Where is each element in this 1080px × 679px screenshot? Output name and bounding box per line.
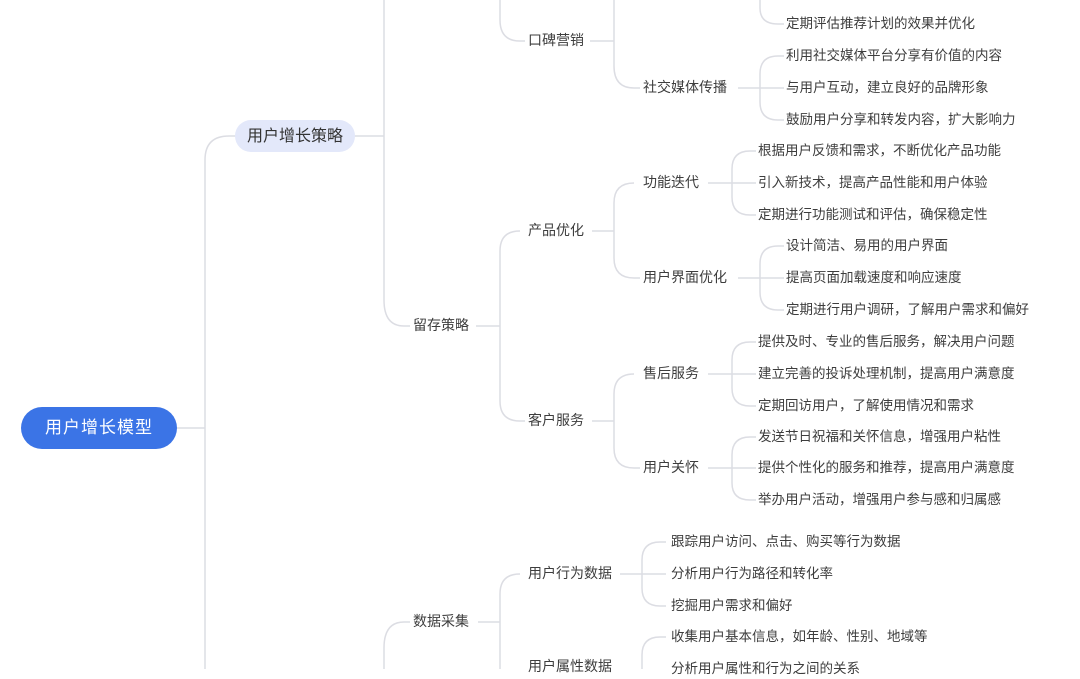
leaf[interactable]: 定期进行功能测试和评估，确保稳定性: [758, 207, 988, 223]
leaf[interactable]: 引入新技术，提高产品性能和用户体验: [758, 175, 988, 191]
leaf[interactable]: 发送节日祝福和关怀信息，增强用户粘性: [758, 429, 1001, 445]
branch-user-growth-strategy[interactable]: 用户增长策略: [235, 120, 356, 152]
node-social-media[interactable]: 社交媒体传播: [643, 80, 727, 96]
node-customer-service[interactable]: 客户服务: [528, 413, 584, 429]
node-product-optimization[interactable]: 产品优化: [528, 223, 584, 239]
node-ui-optimization[interactable]: 用户界面优化: [643, 270, 727, 286]
leaf[interactable]: 定期评估推荐计划的效果并优化: [786, 16, 975, 32]
leaf[interactable]: 与用户互动，建立良好的品牌形象: [786, 80, 989, 96]
leaf[interactable]: 提高页面加载速度和响应速度: [786, 270, 962, 286]
node-retention-strategy[interactable]: 留存策略: [413, 318, 469, 334]
leaf[interactable]: 定期进行用户调研，了解用户需求和偏好: [786, 302, 1029, 318]
node-user-care[interactable]: 用户关怀: [643, 460, 699, 476]
node-user-attribute-data[interactable]: 用户属性数据: [528, 659, 612, 675]
leaf[interactable]: 挖掘用户需求和偏好: [671, 598, 793, 614]
leaf[interactable]: 设计简洁、易用的用户界面: [786, 238, 948, 254]
leaf[interactable]: 定期回访用户，了解使用情况和需求: [758, 398, 974, 414]
root-node[interactable]: 用户增长模型: [21, 407, 177, 449]
node-word-of-mouth[interactable]: 口碑营销: [528, 33, 584, 49]
leaf[interactable]: 提供个性化的服务和推荐，提高用户满意度: [758, 460, 1015, 476]
leaf[interactable]: 收集用户基本信息，如年龄、性别、地域等: [671, 629, 928, 645]
leaf[interactable]: 建立完善的投诉处理机制，提高用户满意度: [758, 366, 1015, 382]
node-feature-iteration[interactable]: 功能迭代: [643, 175, 699, 191]
leaf[interactable]: 根据用户反馈和需求，不断优化产品功能: [758, 143, 1001, 159]
leaf[interactable]: 举办用户活动，增强用户参与感和归属感: [758, 492, 1001, 508]
leaf[interactable]: 跟踪用户访问、点击、购买等行为数据: [671, 534, 901, 550]
leaf[interactable]: 利用社交媒体平台分享有价值的内容: [786, 48, 1002, 64]
node-data-collection[interactable]: 数据采集: [413, 614, 469, 630]
leaf[interactable]: 鼓励用户分享和转发内容，扩大影响力: [786, 112, 1016, 128]
node-user-behavior-data[interactable]: 用户行为数据: [528, 566, 612, 582]
node-after-sales[interactable]: 售后服务: [643, 366, 699, 382]
leaf[interactable]: 分析用户属性和行为之间的关系: [671, 661, 860, 677]
leaf[interactable]: 提供及时、专业的售后服务，解决用户问题: [758, 334, 1015, 350]
leaf[interactable]: 分析用户行为路径和转化率: [671, 566, 833, 582]
